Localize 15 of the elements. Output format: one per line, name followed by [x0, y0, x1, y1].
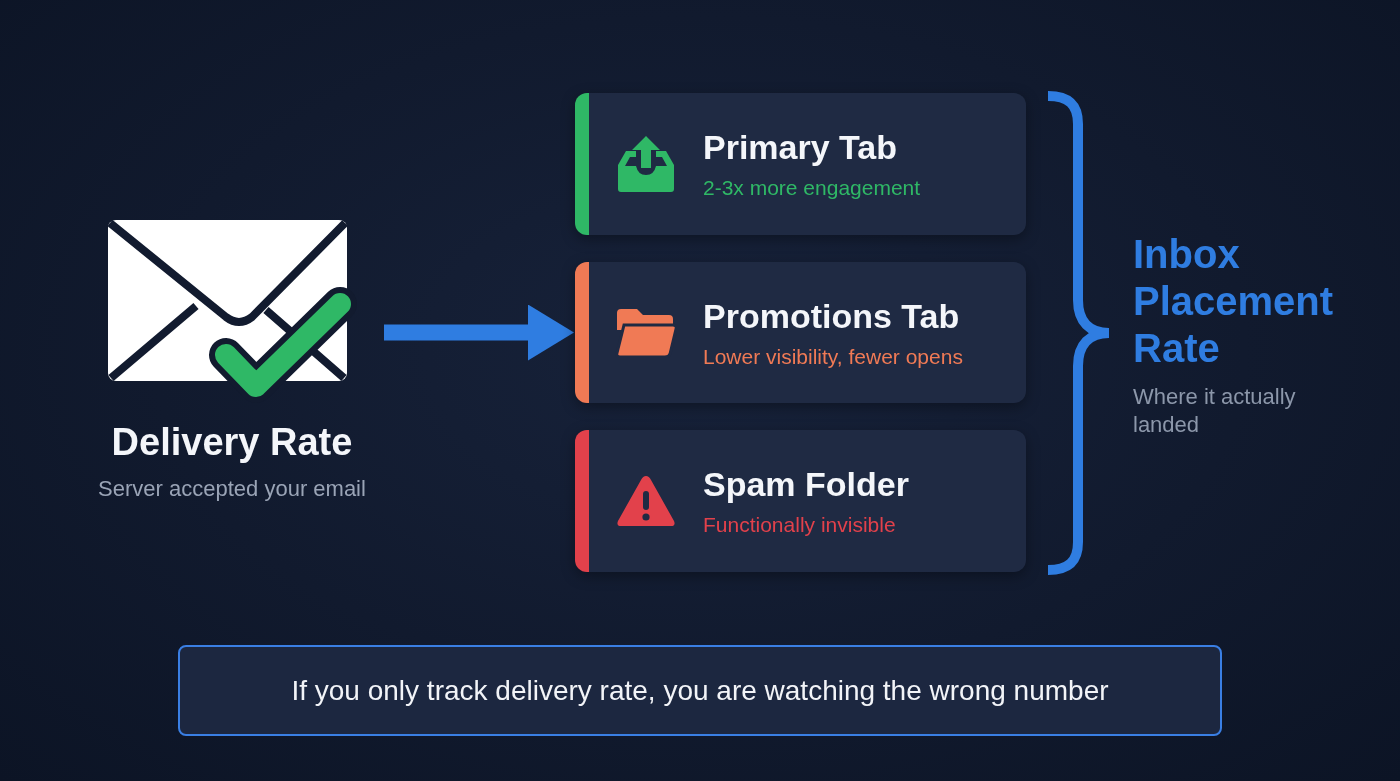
category-card: [575, 93, 1026, 235]
card-title: Promotions Tab: [703, 296, 960, 336]
arrow: [384, 304, 574, 361]
bracket-label: Inbox Placement Rate: [1133, 231, 1335, 372]
category-card: [575, 262, 1026, 403]
note-text: Where it actually landed: [1133, 383, 1297, 439]
card-subtitle: Lower visibility, fewer opens: [703, 344, 963, 370]
summary-banner: If you only track delivery rate, you are watching the wrong number: [178, 645, 1222, 736]
metric-title: Delivery Rate: [110, 420, 354, 464]
card-subtitle: 2-3x more engagement: [703, 175, 921, 201]
metric-subtitle: Server accepted your email: [97, 476, 367, 502]
card-title: Primary Tab: [703, 127, 897, 167]
card-subtitle: Functionally invisible: [703, 512, 896, 538]
category-card: [575, 430, 1026, 572]
card-title: Spam Folder: [703, 464, 909, 504]
